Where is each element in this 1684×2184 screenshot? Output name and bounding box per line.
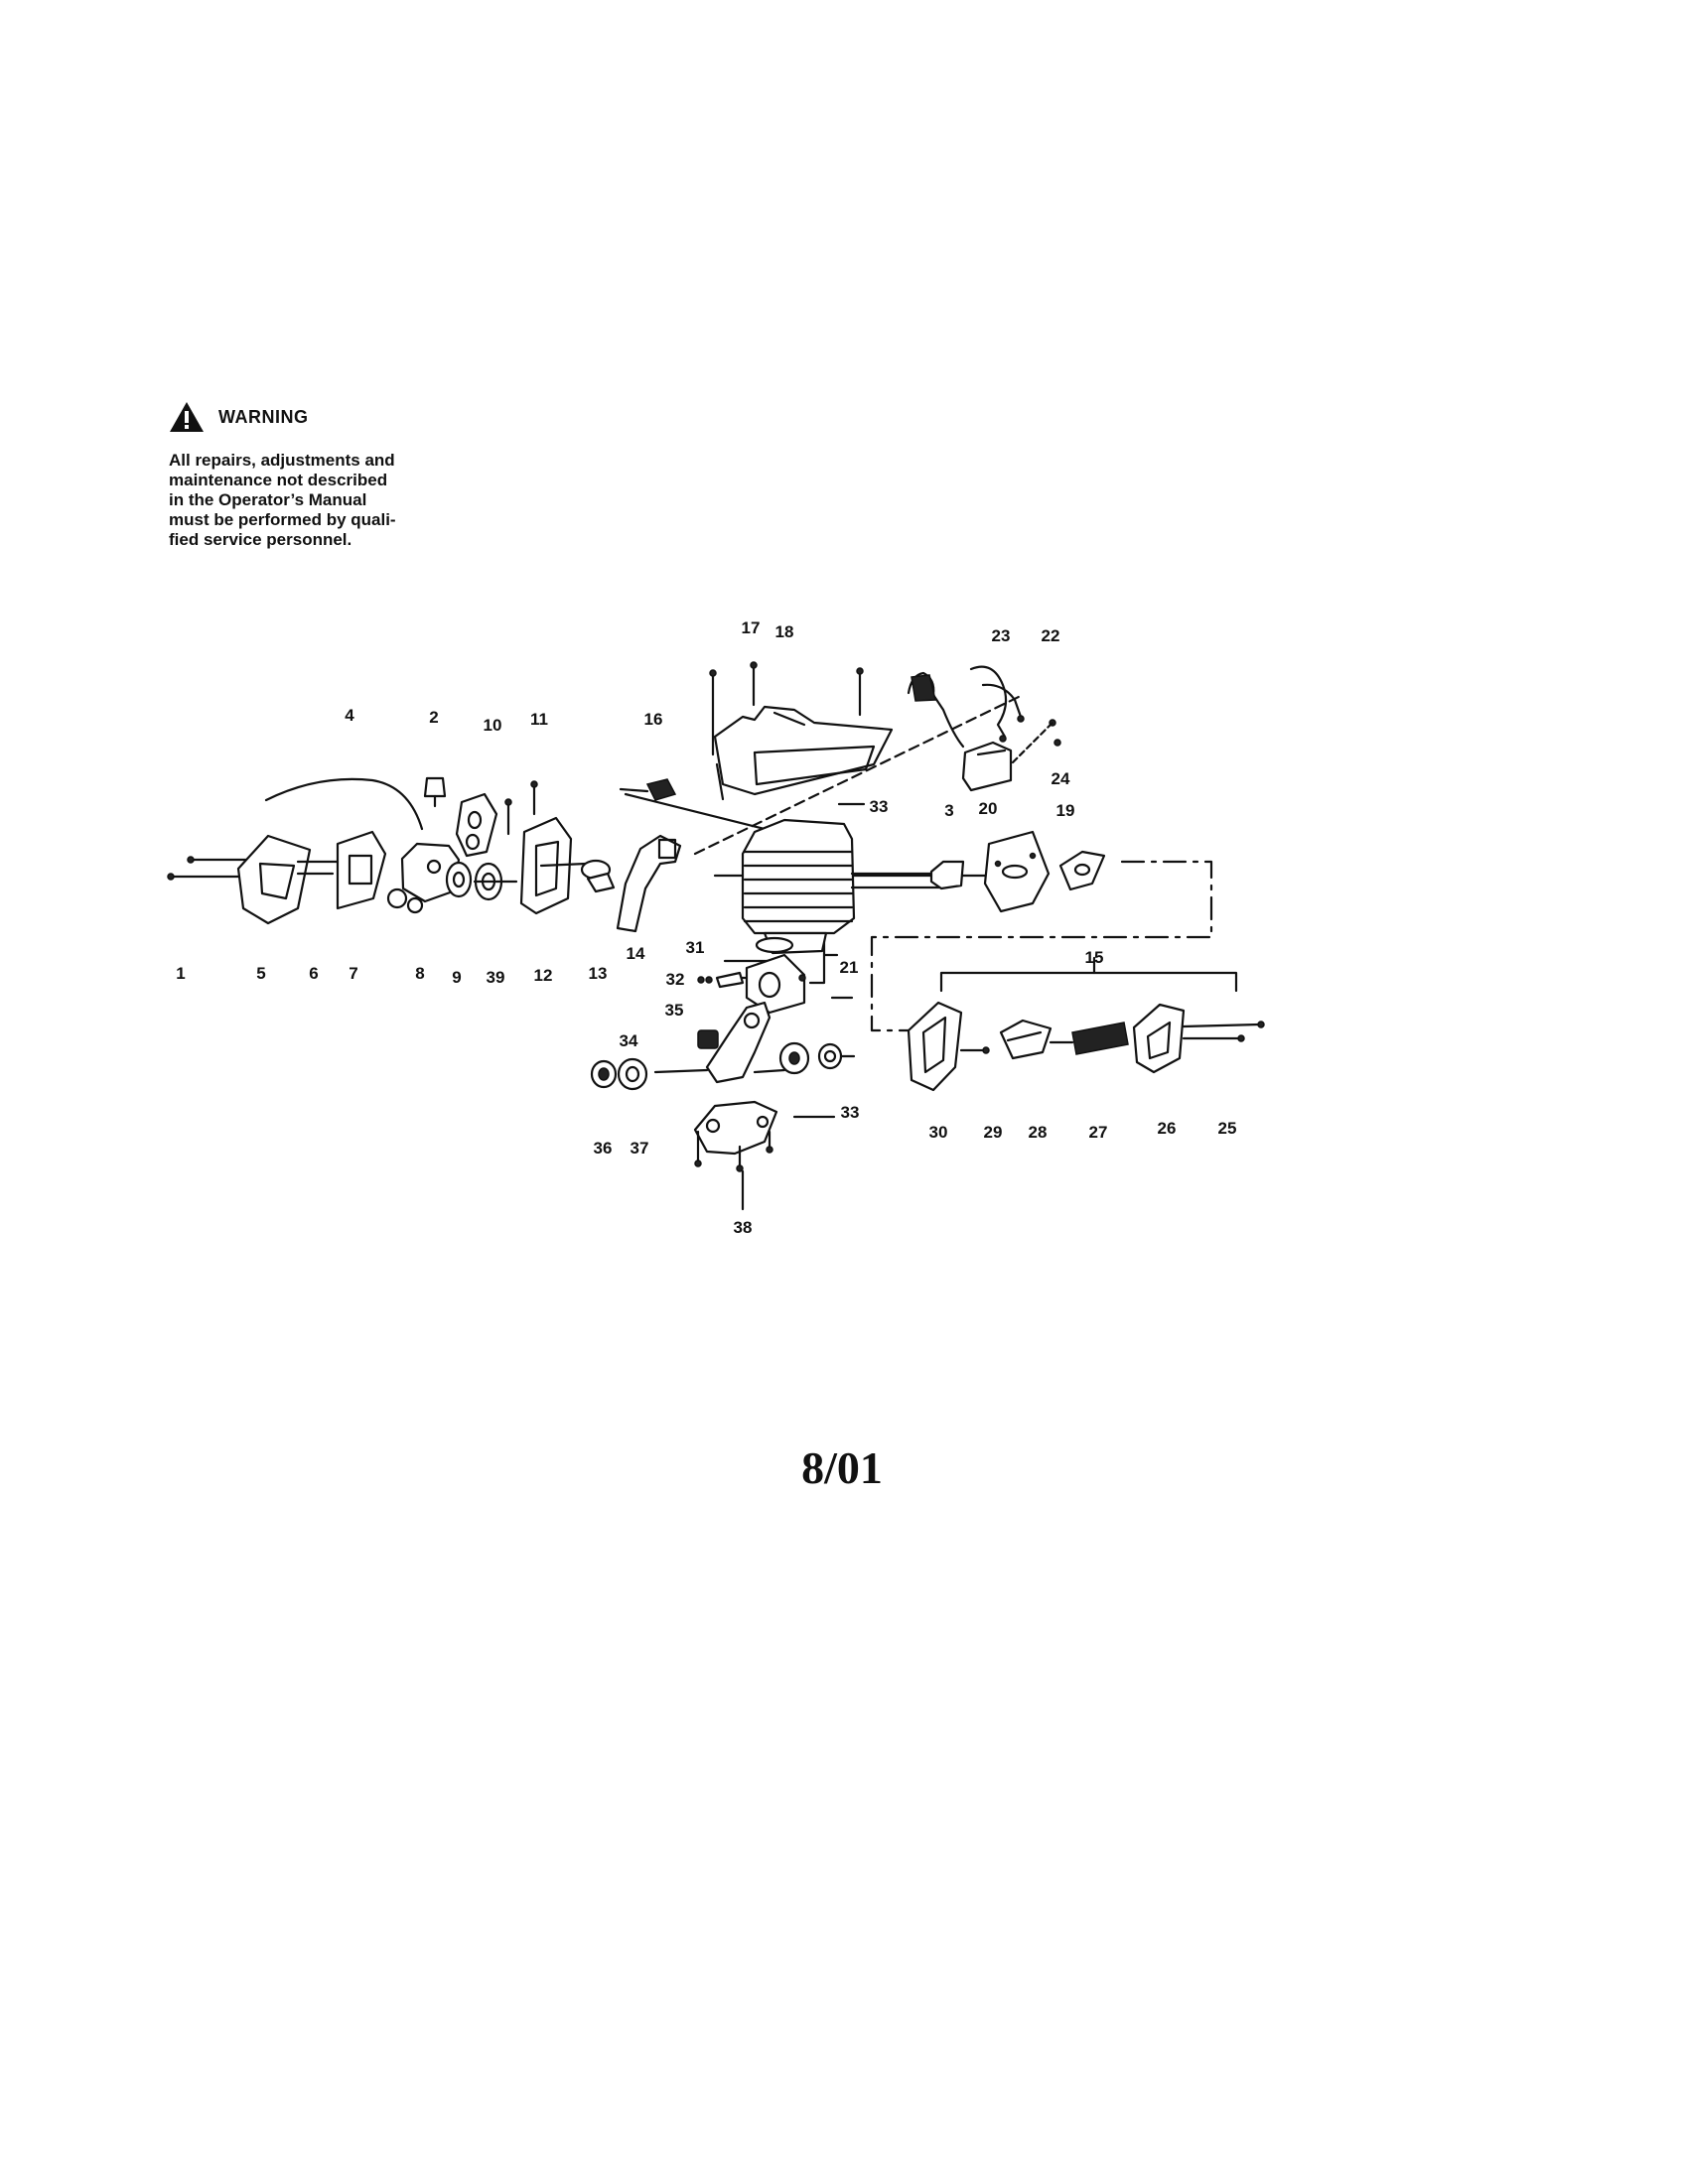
part-3-muffler-block bbox=[929, 860, 965, 890]
callout-33-bottom: 33 bbox=[841, 1103, 860, 1122]
part-27-spring bbox=[1049, 1022, 1129, 1055]
callout-29: 29 bbox=[984, 1123, 1003, 1142]
part-19-muffler-plate bbox=[1058, 850, 1106, 891]
part-7-air-filter bbox=[296, 830, 387, 910]
part-9-gasket bbox=[445, 861, 473, 898]
part-30-handle-grip bbox=[907, 1001, 963, 1092]
warning-line: must be performed by quali- bbox=[169, 510, 396, 529]
callout-16: 16 bbox=[644, 710, 663, 729]
callout-33-top: 33 bbox=[870, 797, 889, 816]
warning-line: in the Operator’s Manual bbox=[169, 490, 367, 509]
callout-25: 25 bbox=[1218, 1119, 1237, 1138]
part-13-boot bbox=[586, 872, 616, 893]
part-17-screws bbox=[709, 661, 864, 801]
callout-31: 31 bbox=[686, 938, 705, 957]
callout-30: 30 bbox=[929, 1123, 948, 1142]
warning-line: fied service personnel. bbox=[169, 530, 352, 549]
part-16-spark-plug bbox=[619, 778, 677, 801]
callout-12: 12 bbox=[534, 966, 553, 985]
callout-10: 10 bbox=[484, 716, 502, 735]
callout-34: 34 bbox=[620, 1031, 638, 1050]
callout-2: 2 bbox=[429, 708, 438, 727]
callout-22: 22 bbox=[1042, 626, 1060, 645]
callout-24: 24 bbox=[1052, 769, 1070, 788]
part-38-screws bbox=[694, 1130, 773, 1211]
warning-title: WARNING bbox=[218, 406, 309, 427]
part-34-crankshaft bbox=[653, 1001, 786, 1084]
callout-38: 38 bbox=[734, 1218, 753, 1237]
warning-block: WARNING All repairs, adjustments and mai… bbox=[169, 397, 463, 550]
callout-labels: 1 2 3 4 5 6 7 8 9 10 11 12 13 14 15 16 1… bbox=[176, 618, 1236, 1237]
part-4-fuel-line bbox=[264, 777, 424, 831]
callout-39: 39 bbox=[487, 968, 505, 987]
warning-line: All repairs, adjustments and bbox=[169, 451, 395, 470]
warning-triangle-icon bbox=[170, 402, 204, 432]
callout-14: 14 bbox=[627, 944, 645, 963]
part-5-air-filter-cover bbox=[236, 834, 312, 925]
callout-6: 6 bbox=[309, 964, 318, 983]
part-26-handle-half bbox=[1132, 1003, 1186, 1074]
part-2-primer-bulb bbox=[423, 776, 447, 808]
warning-line: maintenance not described bbox=[169, 471, 388, 489]
callout-21: 21 bbox=[840, 958, 859, 977]
part-29-pin bbox=[959, 1046, 990, 1054]
revision-date: 8/01 bbox=[801, 1442, 883, 1493]
callout-15: 15 bbox=[1085, 948, 1104, 967]
callout-3: 3 bbox=[944, 801, 953, 820]
part-25-screws bbox=[1182, 1021, 1265, 1042]
part-24-ignition-module bbox=[907, 671, 1013, 792]
part-33-cylinder bbox=[741, 818, 945, 955]
part-right-bearing-seal bbox=[778, 1041, 856, 1075]
callout-26: 26 bbox=[1158, 1119, 1177, 1138]
part-36-seal bbox=[590, 1059, 618, 1089]
callout-36: 36 bbox=[594, 1139, 613, 1158]
warning-header: WARNING bbox=[169, 397, 463, 437]
callout-19: 19 bbox=[1056, 801, 1075, 820]
callout-35: 35 bbox=[665, 1001, 684, 1020]
part-8-carburetor bbox=[386, 842, 461, 914]
callout-9: 9 bbox=[452, 968, 461, 987]
part-12-intake-manifold bbox=[519, 816, 612, 915]
part-39-insulator bbox=[473, 862, 518, 901]
callout-18: 18 bbox=[775, 622, 794, 641]
part-21-piston-assembly bbox=[697, 936, 806, 1015]
callout-13: 13 bbox=[589, 964, 608, 983]
part-33-crankcase bbox=[693, 1100, 778, 1156]
callout-23: 23 bbox=[992, 626, 1011, 645]
part-18-cylinder-cover bbox=[713, 705, 894, 796]
part-28-trigger bbox=[999, 1019, 1052, 1060]
callout-17: 17 bbox=[742, 618, 761, 637]
callout-28: 28 bbox=[1029, 1123, 1048, 1142]
part-11-screw bbox=[504, 780, 538, 836]
callout-32: 32 bbox=[666, 970, 685, 989]
part-23-wires bbox=[969, 665, 1025, 743]
callout-7: 7 bbox=[349, 964, 357, 983]
part-14-fuel-tank-tube bbox=[616, 834, 682, 933]
callout-37: 37 bbox=[631, 1139, 649, 1158]
callout-8: 8 bbox=[415, 964, 424, 983]
callout-20: 20 bbox=[979, 799, 998, 818]
callout-5: 5 bbox=[256, 964, 265, 983]
callout-1: 1 bbox=[176, 964, 185, 983]
part-10-bracket bbox=[455, 792, 498, 858]
callout-4: 4 bbox=[345, 706, 354, 725]
part-20-muffler-gasket bbox=[983, 830, 1051, 913]
callout-11: 11 bbox=[530, 710, 548, 729]
callout-27: 27 bbox=[1089, 1123, 1108, 1142]
part-22-screws bbox=[1011, 719, 1061, 764]
warning-text: All repairs, adjustments and maintenance… bbox=[169, 451, 463, 550]
part-37-bearing bbox=[617, 1057, 648, 1091]
part-35-bearing bbox=[697, 1029, 719, 1049]
